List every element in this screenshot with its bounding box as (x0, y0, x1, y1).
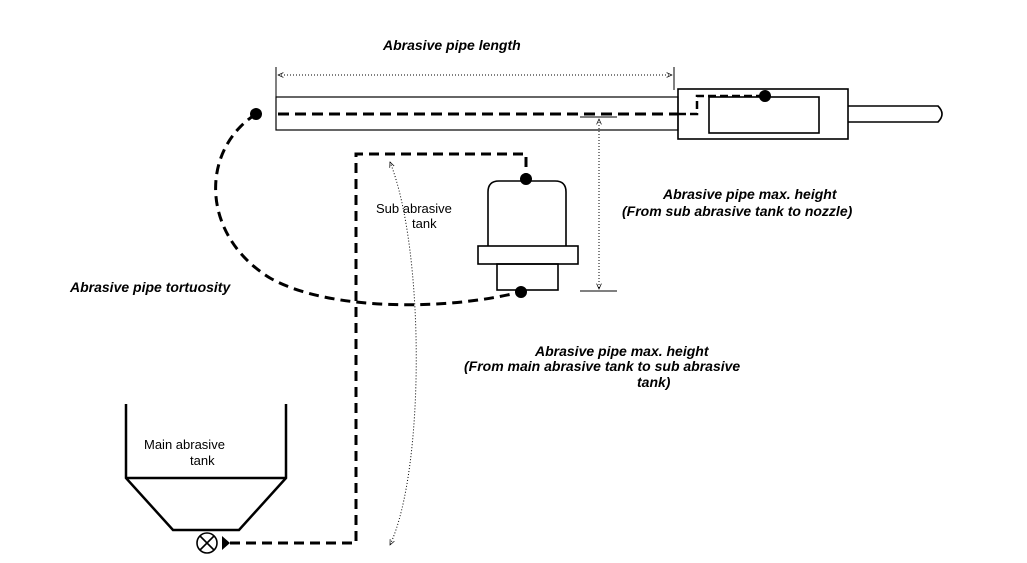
label-main-tank-2: tank (190, 453, 215, 468)
label-tortuosity: Abrasive pipe tortuosity (70, 279, 231, 295)
label-max-height-main-2: (From main abrasive tank to sub abrasive (464, 358, 741, 374)
label-sub-tank-2: tank (412, 216, 437, 231)
tortuous-pipe (214, 112, 521, 307)
sub-tank-flange (477, 245, 579, 265)
main-to-sub-pipe (230, 152, 528, 545)
sub-tank-body (487, 180, 567, 246)
label-max-height-nozzle-2: (From sub abrasive tank to nozzle) (622, 203, 853, 219)
main-tank-body (124, 404, 288, 532)
label-max-height-main-1: Abrasive pipe max. height (535, 343, 709, 359)
nozzle-connector (759, 90, 771, 102)
nozzle-pipe-entry (678, 94, 765, 116)
sub-tank-bottom-connector (515, 286, 527, 298)
sub-tank-base (496, 263, 559, 291)
nozzle-inner-box (708, 96, 820, 134)
label-pipe-length: Abrasive pipe length (383, 37, 521, 53)
valve-icon (196, 532, 230, 554)
nozzle-tip (848, 105, 943, 123)
label-sub-tank-1: Sub abrasive (376, 201, 452, 216)
label-main-tank-1: Main abrasive (144, 437, 225, 452)
label-max-height-main-3: tank) (637, 374, 671, 390)
label-max-height-nozzle-1: Abrasive pipe max. height (663, 186, 837, 202)
